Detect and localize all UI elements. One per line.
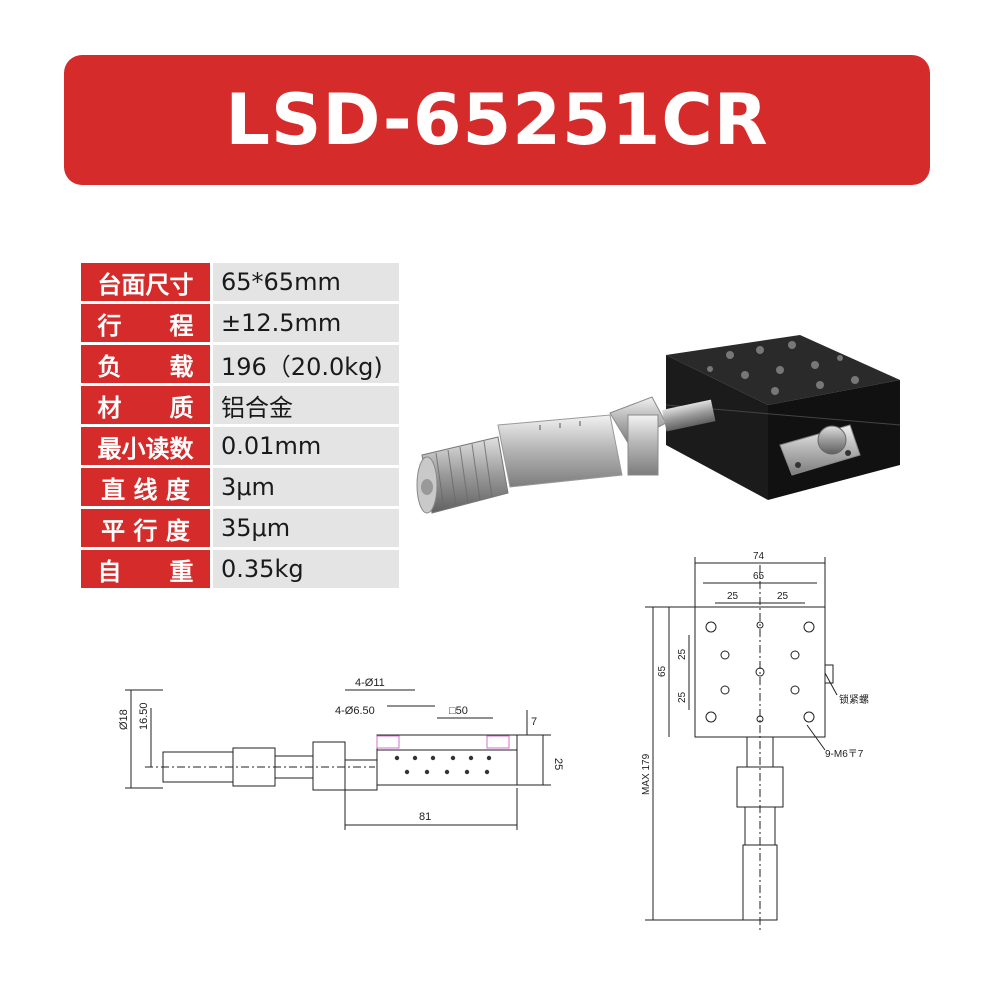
dim-25-lower: 25 [677,691,688,703]
lock-label: 锁紧螺 [839,693,869,706]
dim-1650: 16.50 [138,702,150,730]
dim-74: 74 [753,551,765,562]
dim-7: 7 [531,716,537,728]
spec-label: 材 质 [81,386,213,424]
spec-label: 自 重 [81,550,213,588]
product-title: LSD-65251CR [225,79,769,161]
spec-value: 0.01mm [213,427,399,465]
title-banner: LSD-65251CR [64,55,930,185]
thread-label: 9-M6〒7 [825,749,864,760]
top-view-drawing: 74 65 25 25 65 25 25 MAX 179 锁紧螺 9-M6〒7 [641,551,869,930]
dim-hole-small: 4-Ø6.50 [335,705,375,717]
product-photo [416,335,901,514]
dim-65-top: 65 [753,571,765,582]
spec-row: 行 程±12.5mm [81,304,399,342]
dim-25-height: 25 [552,758,564,770]
spec-label: 负 载 [81,345,213,383]
dim-dia18: Ø18 [118,709,130,730]
spec-value: 3μm [213,468,399,506]
dim-square: □50 [449,705,468,717]
spec-value: 35μm [213,509,399,547]
spec-value: 铝合金 [213,386,399,424]
dim-25-right: 25 [777,591,789,602]
spec-value: 65*65mm [213,263,399,301]
dim-25-left: 25 [727,591,739,602]
spec-label: 直 线 度 [81,468,213,506]
dim-65-side: 65 [657,665,668,677]
spec-label: 台面尺寸 [81,263,213,301]
side-view-drawing: 4-Ø11 4-Ø6.50 □50 7 25 81 Ø18 16.50 [118,677,564,830]
dim-25-upper: 25 [677,648,688,660]
spec-value: 0.35kg [213,550,399,588]
spec-value: 196（20.0kg) [213,345,399,383]
dim-max179: MAX 179 [641,753,652,795]
spec-label: 行 程 [81,304,213,342]
spec-value: ±12.5mm [213,304,399,342]
dim-81: 81 [419,811,431,823]
dim-hole-large: 4-Ø11 [355,677,385,689]
spec-label: 最小读数 [81,427,213,465]
spec-label: 平 行 度 [81,509,213,547]
spec-row: 材 质铝合金 [81,386,399,424]
